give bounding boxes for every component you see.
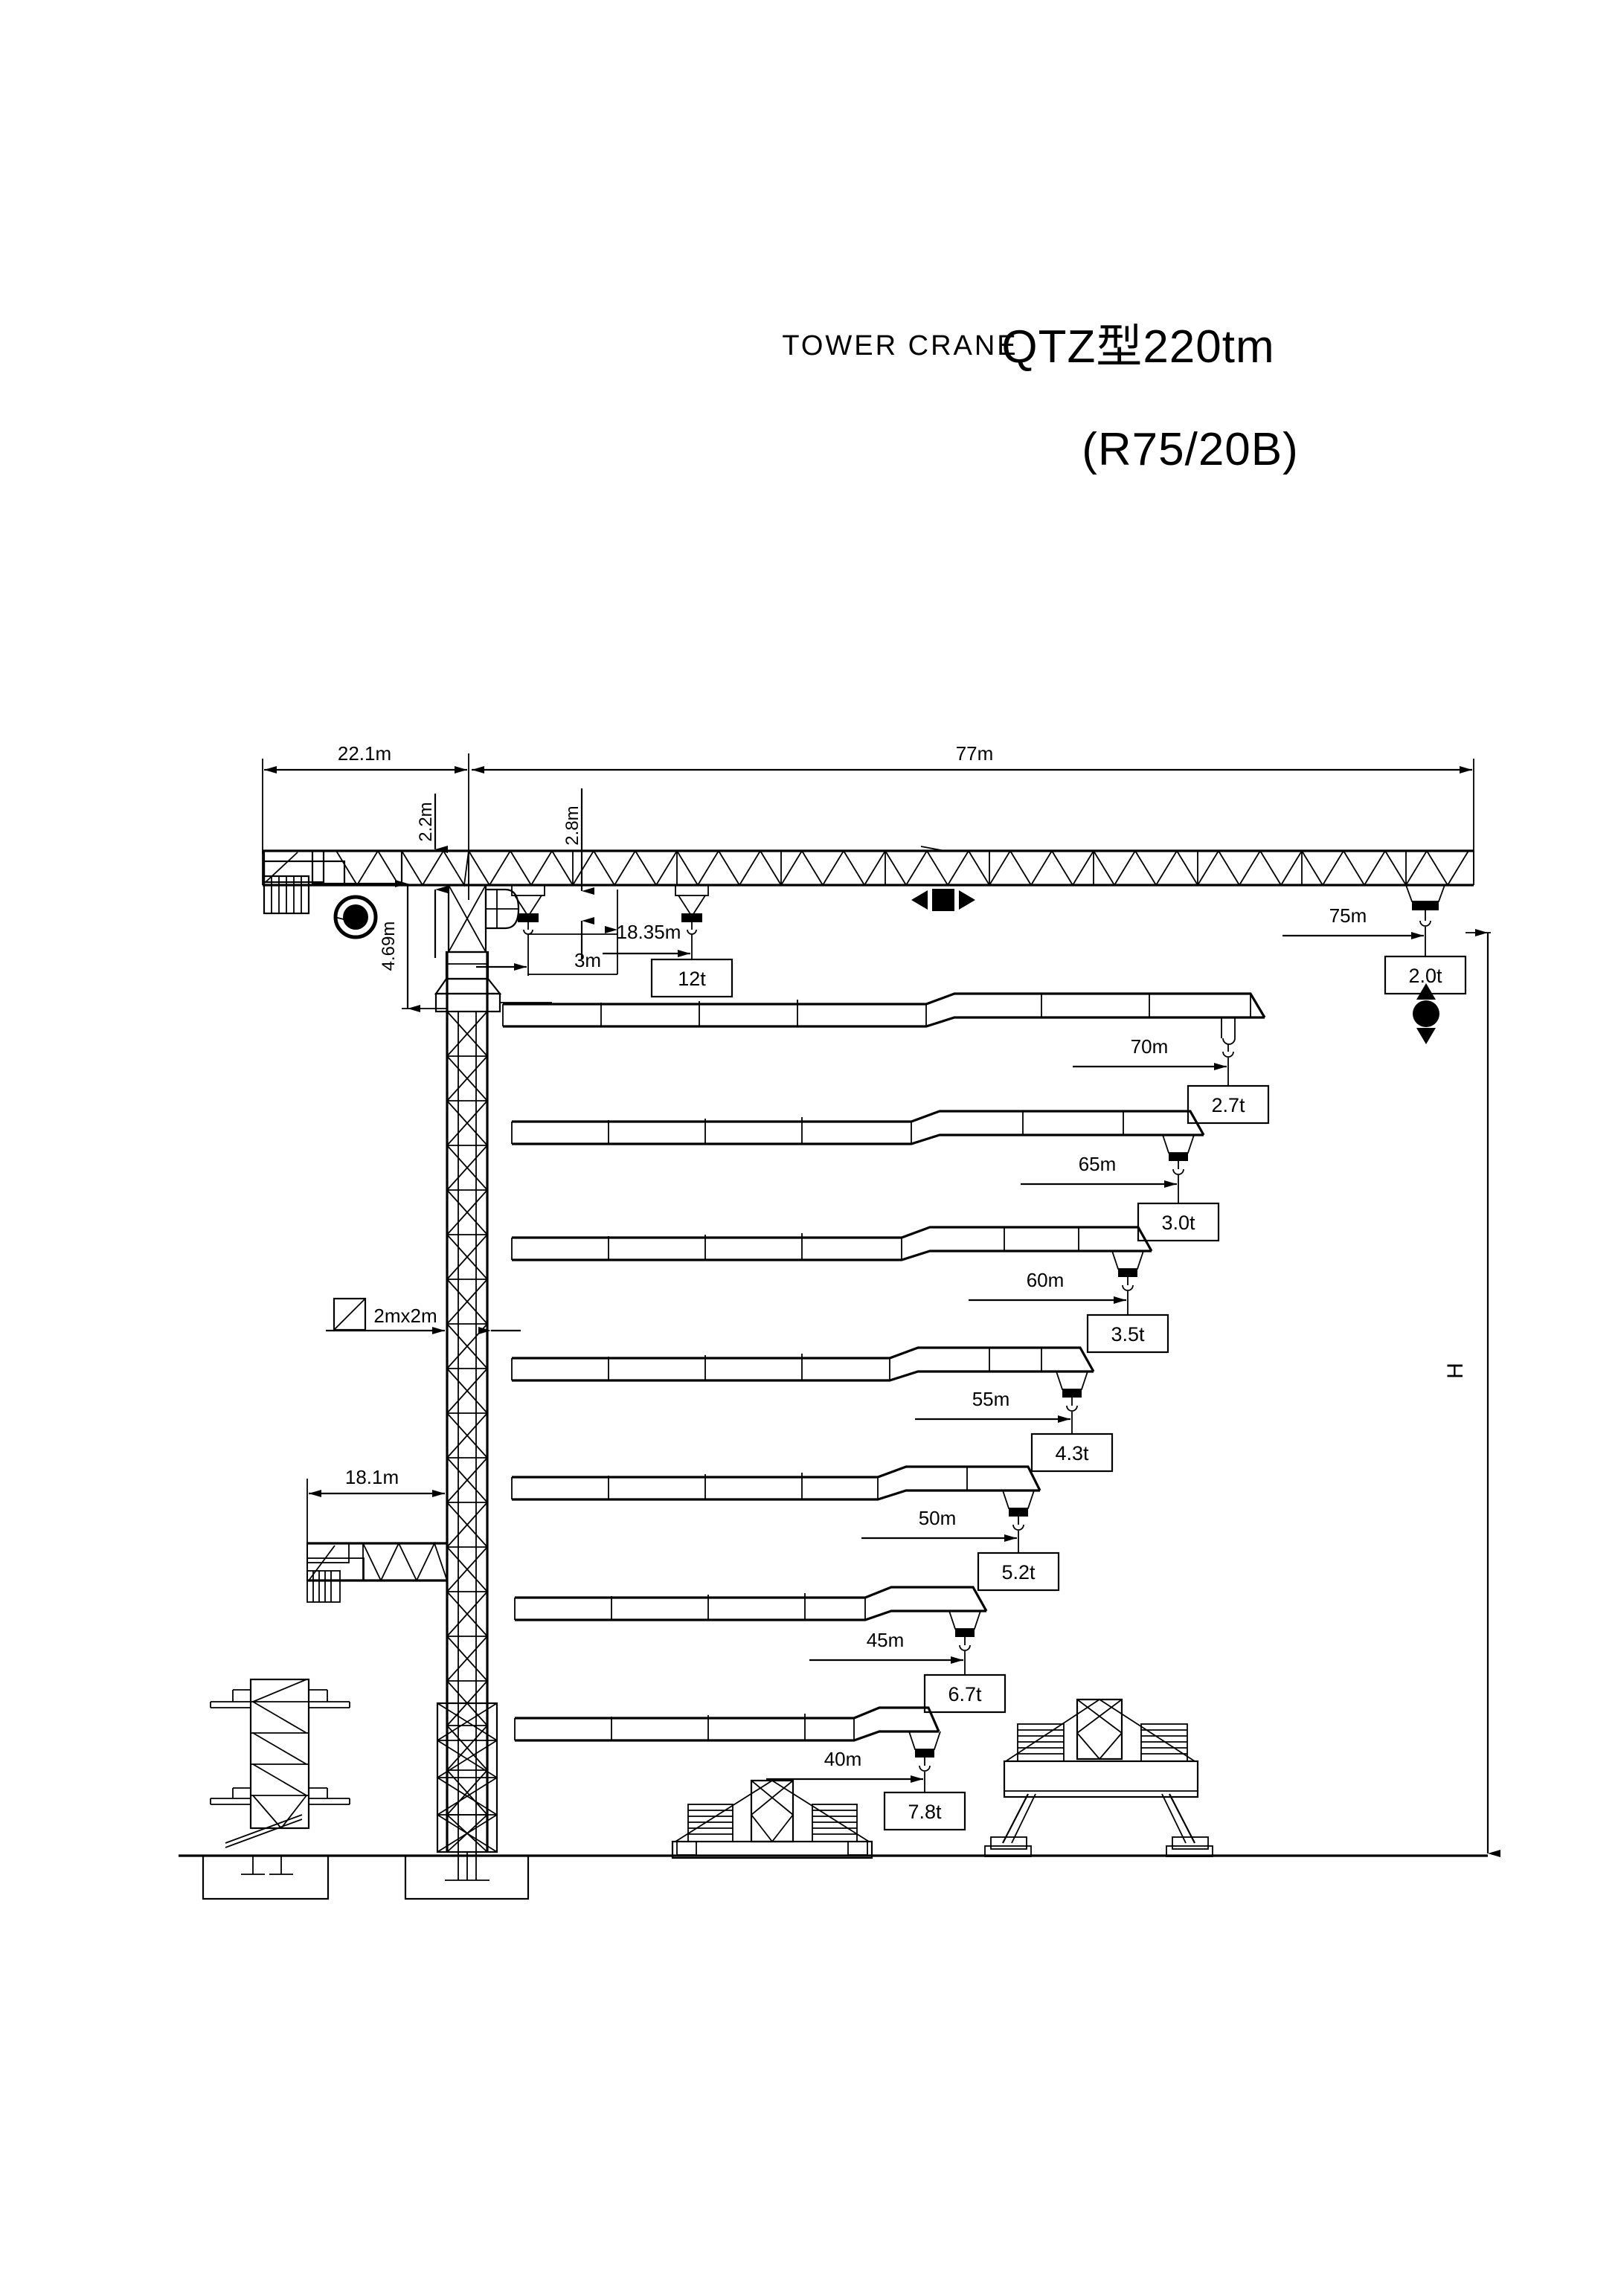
jib-row-40m: 40m 7.8t	[514, 1706, 966, 1831]
hook-70m	[1221, 1017, 1236, 1086]
hook-50m	[1002, 1490, 1035, 1553]
trolley-tip-75m	[1405, 884, 1445, 956]
title-variant: (R75/20B)	[1082, 424, 1299, 475]
dim-55m-label: 55m	[972, 1388, 1010, 1410]
hoist-updown-icon	[1413, 983, 1439, 1044]
jib-row-45m: 45m 6.7t	[514, 1586, 1007, 1714]
hook-40m	[908, 1731, 941, 1792]
cab-height-dim: 4.69m	[379, 880, 446, 1012]
jib-row-50m: 50m 5.2t	[511, 1465, 1060, 1592]
load-value-4-3t: 4.3t	[1055, 1442, 1089, 1464]
hook-60m	[1111, 1250, 1144, 1315]
jib-row-70m: 70m 2.7t	[502, 992, 1270, 1125]
dim-two-fall-radius: 18.35m	[603, 890, 690, 957]
dim-70m-label: 70m	[1131, 1035, 1169, 1058]
slewing-rotation-icon	[333, 895, 378, 939]
anchor-tie-lower-left	[210, 1787, 251, 1805]
dim-tie-height-a: 2.2m	[416, 802, 436, 841]
load-box-2t: 2.0t	[1384, 955, 1467, 995]
dim-50m-label: 50m	[919, 1507, 957, 1529]
dim-counter-jib-length: 22.1m	[338, 742, 391, 765]
load-value-3t: 3.0t	[1161, 1212, 1195, 1234]
dim-60m-label: 60m	[1027, 1269, 1065, 1291]
title-model: QTZ型220tm	[1001, 321, 1274, 373]
height-dimension: H	[1443, 929, 1500, 1857]
trolley-far-12t	[675, 884, 709, 959]
load-value-5-2t: 5.2t	[1001, 1561, 1036, 1583]
dim-jib-length: 77m	[956, 742, 994, 765]
dim-tip-radius-75m: 75m	[1282, 904, 1424, 939]
dim-two-fall-label: 18.35m	[617, 921, 681, 943]
tie-height-dims: 2.2m 2.8m	[416, 788, 594, 959]
hook-45m	[948, 1610, 981, 1675]
load-value-2t: 2.0t	[1408, 965, 1442, 987]
mast-section-square-icon	[333, 1297, 367, 1331]
hook-65m	[1162, 1134, 1195, 1203]
jib-assembly	[262, 846, 1474, 915]
mast-foundation	[179, 1852, 1488, 1900]
jib-row-65m: 65m 3.0t	[511, 1110, 1220, 1242]
jib-row-60m: 60m 3.5t	[511, 1226, 1169, 1354]
tower-top-assembly	[434, 884, 552, 1013]
dim-min-radius-label: 3m	[574, 949, 601, 971]
counter-jib-detail: 18.1m	[306, 1466, 448, 1603]
dim-counter-jib-detail-label: 18.1m	[345, 1466, 399, 1488]
dim-40m-label: 40m	[824, 1748, 862, 1770]
mast-tower	[436, 952, 498, 1853]
dim-min-radius: 3m	[476, 930, 618, 976]
trolley-travel-icon	[911, 889, 975, 911]
height-label: H	[1443, 1363, 1468, 1379]
title-label-en: TOWER CRANE	[782, 330, 1018, 361]
load-box-12t: 12t	[650, 958, 733, 998]
load-value-2-7t: 2.7t	[1211, 1094, 1245, 1116]
dim-65m-label: 65m	[1079, 1153, 1117, 1175]
trolley-near	[511, 884, 545, 935]
counterweight-block	[263, 849, 403, 915]
anchor-tie-lower-right	[309, 1787, 350, 1805]
anchor-tie-upper-right	[309, 1689, 350, 1708]
load-value-3-5t: 3.5t	[1111, 1323, 1145, 1345]
jib-row-55m: 55m 4.3t	[511, 1346, 1114, 1473]
load-value-7-8t: 7.8t	[908, 1801, 942, 1823]
hook-55m	[1056, 1371, 1088, 1434]
dim-tie-height-b: 2.8m	[562, 805, 582, 845]
mast-section-detail	[202, 1678, 350, 1900]
jib-truss-web	[468, 849, 1469, 887]
travelling-base-large	[984, 1698, 1213, 1857]
load-value-6-7t: 6.7t	[948, 1683, 982, 1705]
dim-cab-height: 4.69m	[379, 922, 399, 971]
travelling-base-small	[671, 1779, 873, 1859]
load-value-12t: 12t	[678, 968, 706, 990]
anchor-tie-upper-left	[210, 1689, 251, 1708]
mast-section-callout: 2mx2m	[326, 1297, 521, 1334]
title-block: TOWER CRANE QTZ型220tm (R75/20B)	[782, 321, 1299, 475]
dim-mast-section-label: 2mx2m	[373, 1305, 437, 1327]
dim-45m-label: 45m	[867, 1629, 905, 1651]
top-dimension-band: 22.1m 77m	[262, 742, 1474, 900]
dim-75m-label: 75m	[1329, 904, 1367, 927]
operator-cab	[484, 888, 520, 930]
